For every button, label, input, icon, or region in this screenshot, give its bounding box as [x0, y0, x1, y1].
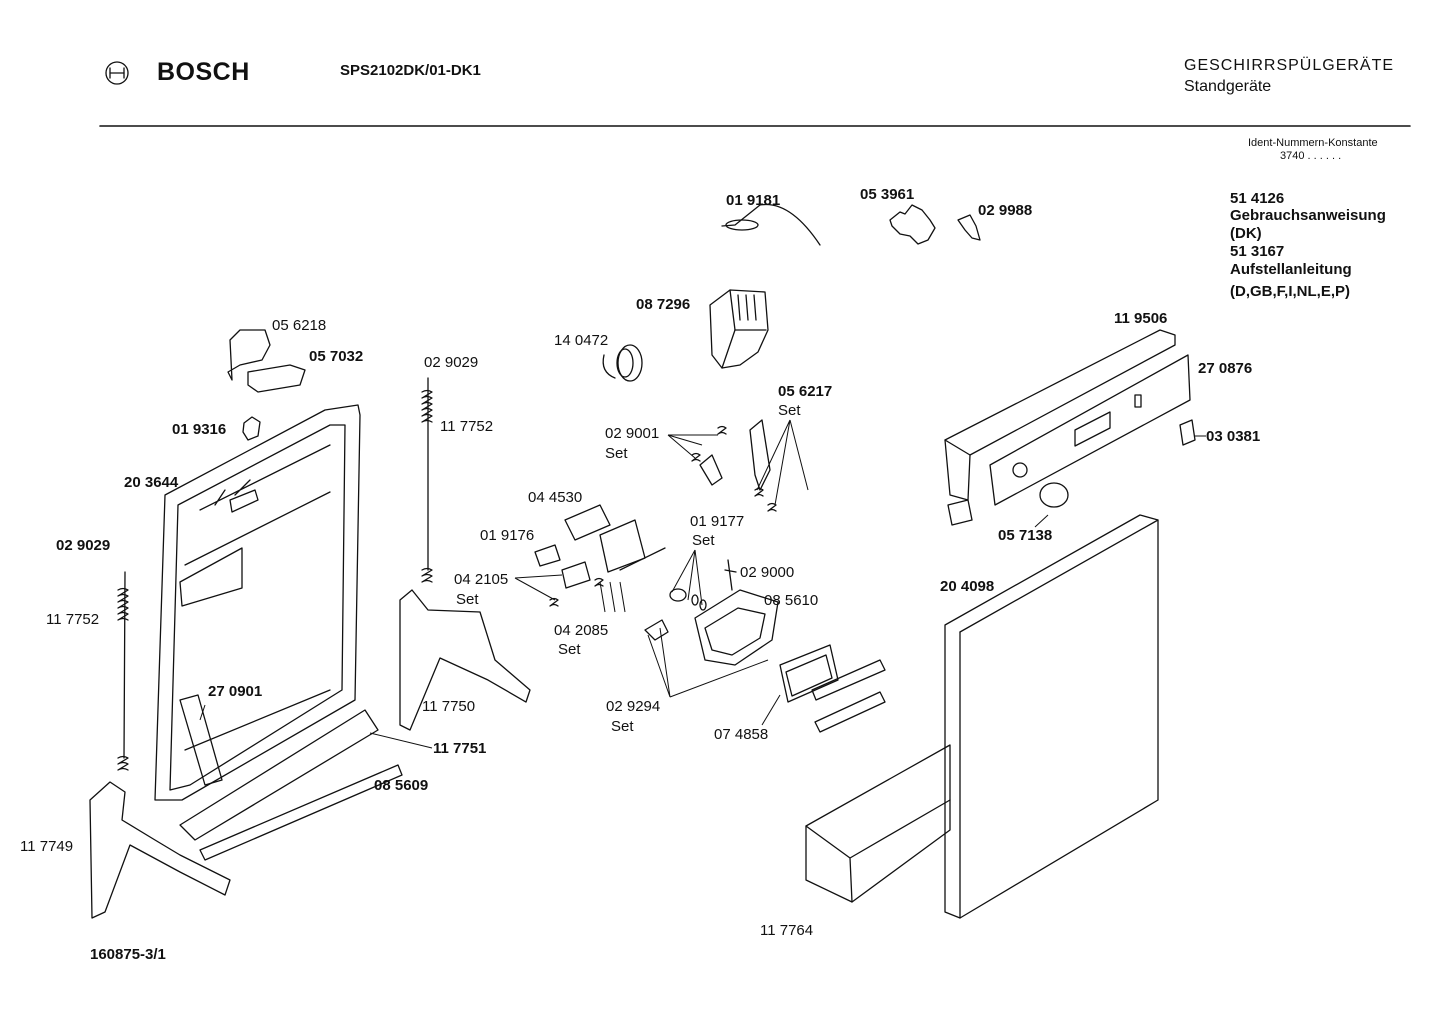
ident-label: Ident-Nummern-Konstante	[1248, 137, 1378, 149]
note-line-1: 51 4126	[1230, 190, 1285, 207]
part-label: 01 9176	[480, 527, 535, 544]
control-panel-119506	[944, 329, 1176, 501]
note-line-4: 51 3167	[1230, 243, 1285, 260]
part-label: 02 9294	[606, 698, 661, 715]
part-label: 08 5610	[764, 592, 819, 609]
rail-part-085609	[199, 764, 403, 861]
strip-part-1	[811, 659, 886, 701]
button-part-019176	[534, 544, 561, 567]
part-label: 27 0876	[1198, 360, 1253, 377]
part-label: Set	[778, 402, 801, 419]
strip-part-2	[814, 691, 886, 733]
part-label: 20 4098	[940, 578, 995, 595]
part-label: 02 9988	[978, 202, 1033, 219]
part-label: 11 7750	[422, 698, 476, 715]
drawing-number: 160875-3/1	[90, 946, 166, 963]
part-label: 01 9181	[726, 192, 781, 209]
bracket-part-053961	[889, 204, 936, 245]
bosch-logo-icon	[105, 61, 129, 85]
bar-part-057032	[247, 364, 306, 393]
part-label: 04 4530	[528, 489, 583, 506]
part-label: 04 2085	[554, 622, 609, 639]
part-label: 07 4858	[714, 726, 769, 743]
part-label: 01 9177	[690, 513, 745, 530]
model-number: SPS2102DK/01-DK1	[340, 62, 481, 79]
latch-part-029294	[644, 619, 669, 641]
pin-part-029000	[724, 559, 737, 591]
part-label: 11 7764	[760, 922, 814, 939]
knob-part-057138	[1039, 482, 1069, 508]
rail-part-117751	[179, 709, 379, 841]
part-label: 27 0901	[208, 683, 263, 700]
lever-part-056217	[749, 419, 771, 491]
springs-042085	[549, 577, 604, 607]
part-label: 08 7296	[636, 296, 691, 313]
part-label: Set	[558, 641, 581, 658]
gasket-part-074858	[779, 644, 839, 703]
timer-part-087296	[709, 289, 769, 369]
category-subtitle: Standgeräte	[1184, 78, 1272, 95]
knob-part-140472	[602, 344, 643, 382]
button-part-042105	[561, 561, 591, 589]
strip-part-270901	[179, 694, 223, 786]
part-label: Set	[456, 591, 479, 608]
part-label: 05 6217	[778, 383, 833, 400]
frame-part-044530	[564, 504, 611, 541]
springs-029001	[691, 425, 777, 512]
door-panel-203644	[154, 404, 361, 801]
foot-part	[947, 499, 973, 526]
knob-part-019316	[242, 416, 261, 441]
part-label: 05 3961	[860, 186, 915, 203]
note-line-2: Gebrauchsanweisung	[1230, 207, 1386, 224]
clip-part-030381	[1179, 419, 1196, 446]
part-label: 03 0381	[1206, 428, 1261, 445]
part-label: Set	[611, 718, 634, 735]
part-label: 05 7032	[309, 348, 364, 365]
part-label: 04 2105	[454, 571, 509, 588]
part-label: 11 7751	[433, 740, 487, 757]
part-label: 02 9000	[740, 564, 795, 581]
part-label: Set	[692, 532, 715, 549]
lever-part-029001	[699, 454, 723, 486]
part-label: 11 7752	[46, 611, 100, 628]
part-label: 02 9029	[424, 354, 479, 371]
fascia-panel-270876	[989, 354, 1191, 506]
part-label: 02 9029	[56, 537, 111, 554]
part-label: 11 7752	[440, 418, 494, 435]
part-label: 01 9316	[172, 421, 227, 438]
clip-part-029988	[957, 214, 981, 241]
hinge-part-117750	[399, 589, 531, 731]
kickplate-part-117764	[805, 744, 951, 903]
category-title: GESCHIRRSPÜLGERÄTE	[1184, 57, 1395, 74]
part-label: 20 3644	[124, 474, 179, 491]
frame-part-044530b	[599, 519, 646, 573]
ident-value: 3740 . . . . . .	[1280, 150, 1342, 162]
part-label: Set	[605, 445, 628, 462]
part-label: 02 9001	[605, 425, 660, 442]
hinge-part-117749	[89, 781, 231, 919]
part-label: 11 7749	[20, 838, 74, 855]
spring-left	[117, 571, 129, 771]
part-label: 05 7138	[998, 527, 1053, 544]
brand-name: BOSCH	[157, 58, 250, 86]
spring-middle	[421, 377, 433, 583]
front-panel-204098	[944, 514, 1159, 919]
note-line-5: Aufstellanleitung	[1230, 261, 1352, 278]
dispenser-part-085610	[694, 589, 779, 666]
note-line-6: (D,GB,F,I,NL,E,P)	[1230, 283, 1350, 300]
rod-part	[619, 547, 666, 571]
cable-part-019181	[721, 203, 821, 246]
part-label: 11 9506	[1114, 310, 1168, 327]
part-label: 08 5609	[374, 777, 429, 794]
note-line-3: (DK)	[1230, 225, 1262, 242]
hinge-part-056218	[227, 329, 271, 381]
part-label: 14 0472	[554, 332, 609, 349]
part-label: 05 6218	[272, 317, 327, 334]
